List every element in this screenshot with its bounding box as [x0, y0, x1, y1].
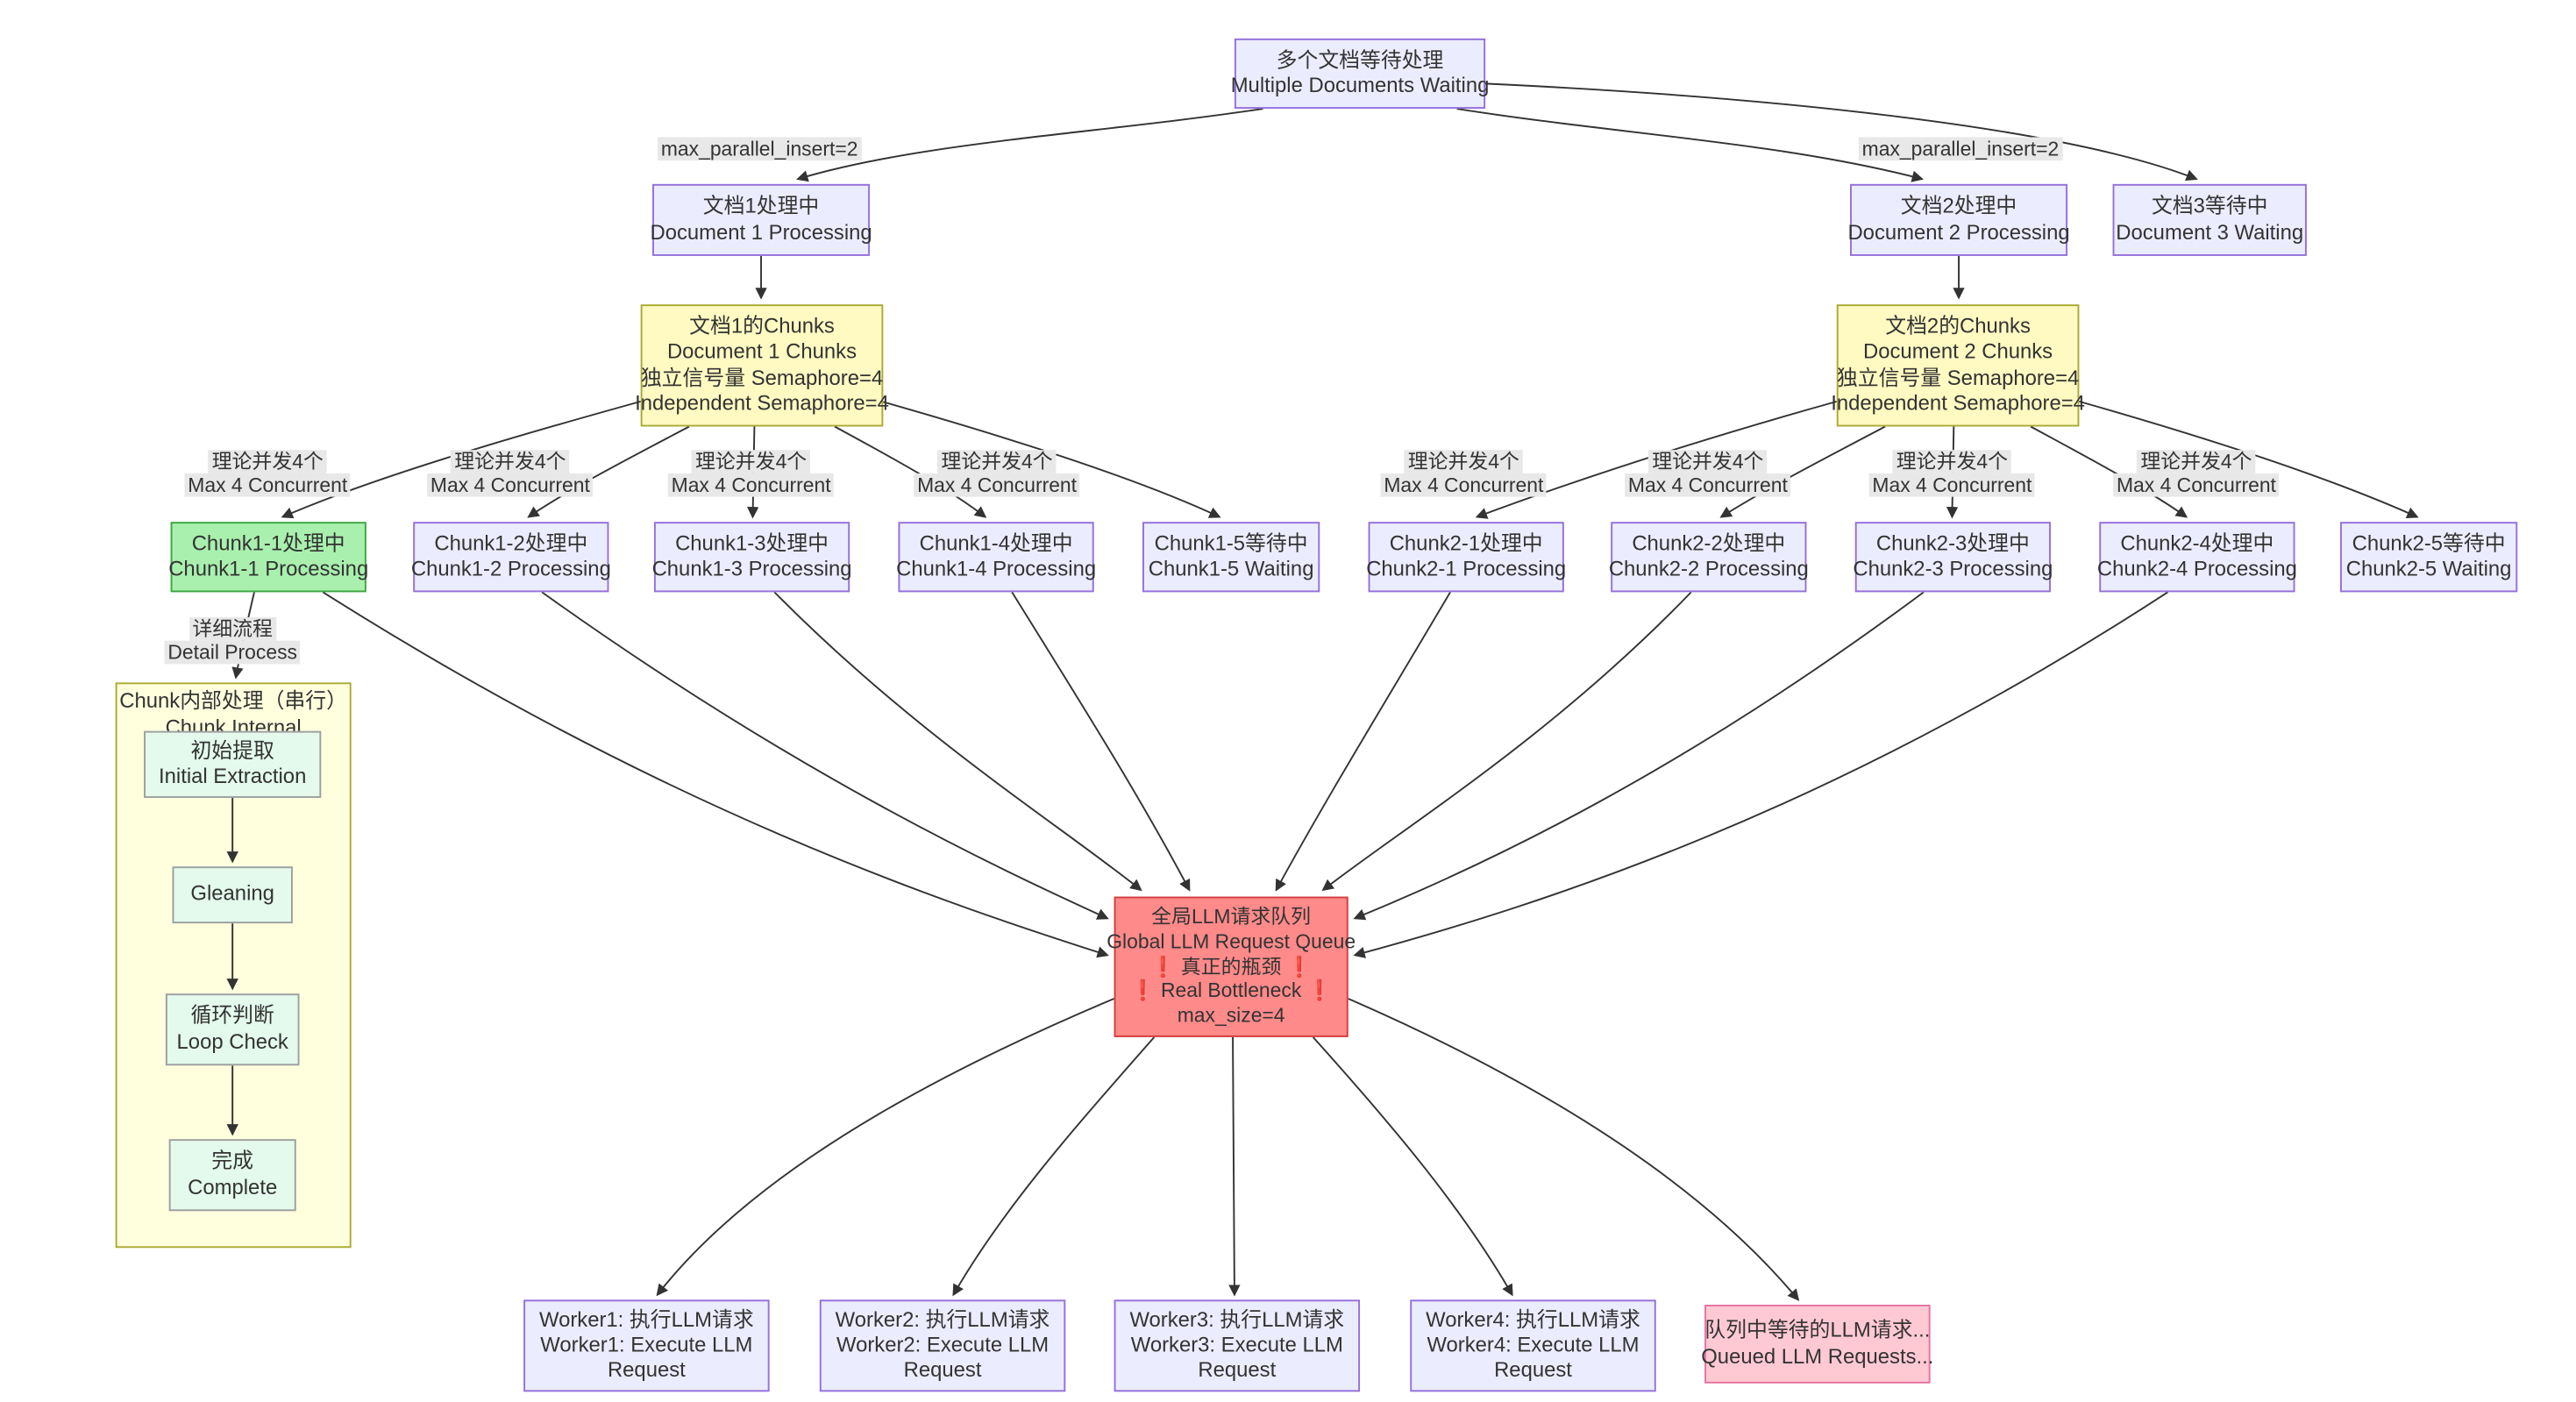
- node-chunk2-3-processing: Chunk2-3处理中 Chunk2-3 Processing: [1853, 522, 2053, 593]
- edge-c24-to-queue: [1353, 591, 2169, 958]
- edge-c21-to-queue: [1275, 591, 1451, 892]
- edge-label-concurrent-6: 理论并发4个 Max 4 Concurrent: [1625, 450, 1791, 498]
- edge-c12-to-queue: [541, 591, 1109, 920]
- edge-c23-to-queue: [1353, 591, 1925, 921]
- node-multiple-documents-waiting: 多个文档等待处理 Multiple Documents Waiting: [1231, 38, 1489, 110]
- edge-c14-to-queue: [1011, 591, 1191, 892]
- node-chunk1-1-processing: Chunk1-1处理中 Chunk1-1 Processing: [168, 522, 368, 593]
- edge-multidocs-to-doc1: [796, 108, 1263, 182]
- node-global-llm-request-queue: 全局LLM请求队列 Global LLM Request Queue ❗ 真正的…: [1107, 896, 1356, 1037]
- node-worker3: Worker3: 执行LLM请求 Worker3: Execute LLM Re…: [1114, 1299, 1361, 1392]
- node-worker4: Worker4: 执行LLM请求 Worker4: Execute LLM Re…: [1410, 1299, 1656, 1392]
- edge-c11-to-queue: [322, 591, 1109, 958]
- node-queued-llm-requests: 队列中等待的LLM请求... Queued LLM Requests...: [1701, 1305, 1933, 1384]
- node-loop-check: 循环判断 Loop Check: [165, 993, 300, 1066]
- edge-chunks1-to-c11: [281, 400, 641, 519]
- edge-queue-to-worker4: [1312, 1036, 1513, 1297]
- edge-label-concurrent-3: 理论并发4个 Max 4 Concurrent: [667, 450, 835, 498]
- edge-multidocs-to-doc2: [1456, 108, 1925, 182]
- edge-chunks2-to-c22: [1719, 425, 1886, 518]
- node-document-1-processing: 文档1处理中 Document 1 Processing: [650, 183, 872, 256]
- node-chunk2-1-processing: Chunk2-1处理中 Chunk2-1 Processing: [1366, 522, 1566, 593]
- node-gleaning: Gleaning: [172, 866, 293, 924]
- edge-chunks1-to-c15: [881, 400, 1221, 518]
- node-document-2-chunks: 文档2的Chunks Document 2 Chunks 独立信号量 Semap…: [1831, 304, 2085, 427]
- edge-label-detail-process: 详细流程 Detail Process: [164, 616, 301, 665]
- node-chunk1-4-processing: Chunk1-4处理中 Chunk1-4 Processing: [896, 522, 1096, 593]
- edge-chunks2-to-c21: [1475, 400, 1838, 519]
- edge-c22-to-queue: [1321, 591, 1692, 892]
- edge-chunks1-to-c14: [834, 425, 987, 518]
- node-document-3-waiting: 文档3等待中 Document 3 Waiting: [2112, 183, 2307, 256]
- edge-label-concurrent-5: 理论并发4个 Max 4 Concurrent: [1380, 450, 1548, 498]
- edge-chunks2-to-c25: [2079, 400, 2419, 518]
- edge-c13-to-queue: [773, 591, 1142, 892]
- edge-label-concurrent-1: 理论并发4个 Max 4 Concurrent: [184, 450, 352, 498]
- edge-label-max-parallel-left: max_parallel_insert=2: [658, 137, 862, 161]
- edge-label-concurrent-8: 理论并发4个 Max 4 Concurrent: [2113, 450, 2280, 498]
- node-complete: 完成 Complete: [168, 1139, 296, 1212]
- edge-queue-to-worker1: [656, 998, 1114, 1297]
- edge-multidocs-to-doc3: [1485, 82, 2198, 181]
- edge-label-max-parallel-right: max_parallel_insert=2: [1858, 137, 2063, 161]
- edge-queue-to-worker2: [952, 1036, 1156, 1297]
- edge-queue-to-queued: [1348, 998, 1800, 1301]
- edge-label-concurrent-2: 理论并发4个 Max 4 Concurrent: [427, 450, 594, 498]
- edge-label-concurrent-4: 理论并发4个 Max 4 Concurrent: [914, 450, 1080, 498]
- node-chunk2-2-processing: Chunk2-2处理中 Chunk2-2 Processing: [1609, 522, 1809, 593]
- node-worker2: Worker2: 执行LLM请求 Worker2: Execute LLM Re…: [819, 1299, 1066, 1392]
- node-chunk2-5-waiting: Chunk2-5等待中 Chunk2-5 Waiting: [2340, 522, 2518, 593]
- node-initial-extraction: 初始提取 Initial Extraction: [144, 730, 322, 799]
- node-document-2-processing: 文档2处理中 Document 2 Processing: [1847, 183, 2070, 256]
- edge-chunks2-to-c24: [2030, 425, 2188, 518]
- edge-label-concurrent-7: 理论并发4个 Max 4 Concurrent: [1868, 450, 2036, 498]
- node-worker1: Worker1: 执行LLM请求 Worker1: Execute LLM Re…: [523, 1299, 770, 1392]
- node-chunk1-5-waiting: Chunk1-5等待中 Chunk1-5 Waiting: [1142, 522, 1320, 593]
- edge-queue-to-worker3: [1228, 1036, 1241, 1297]
- node-chunk1-2-processing: Chunk1-2处理中 Chunk1-2 Processing: [411, 522, 611, 593]
- edge-chunks1-to-c12: [527, 425, 690, 518]
- node-document-1-chunks: 文档1的Chunks Document 1 Chunks 独立信号量 Semap…: [635, 304, 889, 427]
- node-chunk1-3-processing: Chunk1-3处理中 Chunk1-3 Processing: [652, 522, 852, 593]
- node-chunk2-4-processing: Chunk2-4处理中 Chunk2-4 Processing: [2097, 522, 2297, 593]
